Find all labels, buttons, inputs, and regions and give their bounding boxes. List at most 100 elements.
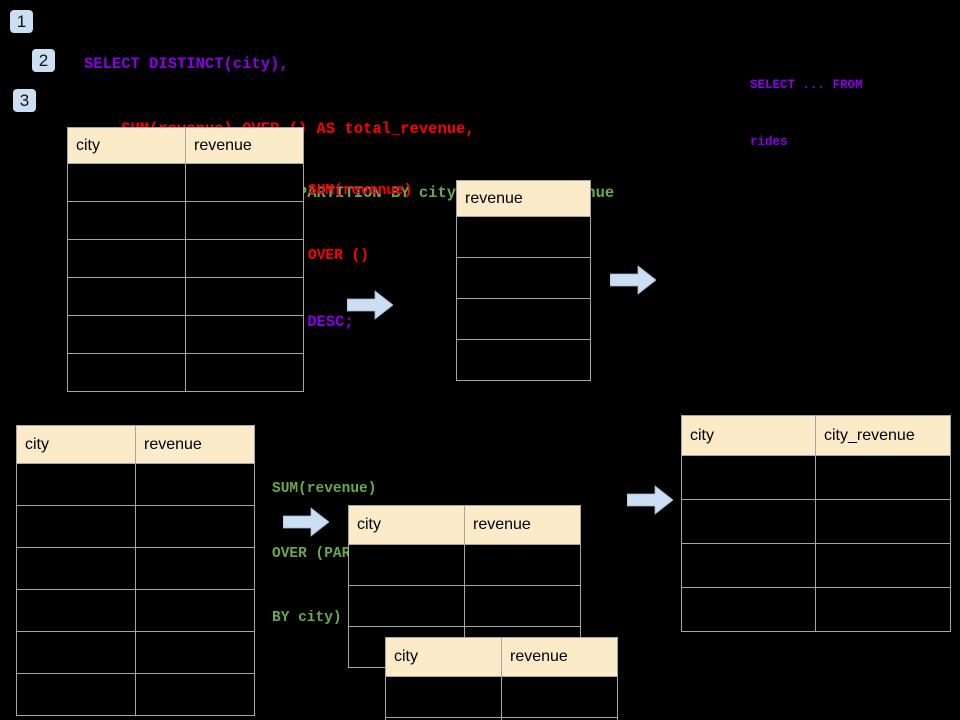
step-badge-3: 3: [13, 89, 36, 112]
table-row: [16, 589, 255, 632]
table-row: [67, 315, 304, 354]
column-header-revenue: revenue: [456, 180, 591, 217]
table-cell: [501, 676, 618, 718]
table-cell: [67, 315, 186, 354]
table-cell: [185, 315, 304, 354]
table-row: [456, 216, 591, 258]
table-cell: [185, 353, 304, 392]
table-cell: [185, 201, 304, 240]
table-row: [681, 455, 951, 500]
table-cell: [135, 631, 255, 674]
table-cell: [135, 673, 255, 716]
table-cell: [456, 257, 591, 299]
table-row: [681, 587, 951, 632]
table-header-row: revenue: [456, 180, 591, 217]
table-row: [67, 239, 304, 278]
table-row: [16, 547, 255, 590]
column-header-city: city: [385, 637, 502, 677]
table-cell: [501, 717, 618, 720]
table-row: [67, 353, 304, 392]
table-row: [16, 673, 255, 716]
table-cell: [348, 544, 465, 586]
table-row: [16, 631, 255, 674]
table-cell: [456, 298, 591, 340]
table-cell: [815, 587, 951, 632]
table-cell: [464, 585, 581, 627]
table-row: [681, 499, 951, 544]
table-cell: [185, 163, 304, 202]
table-cell: [456, 339, 591, 381]
table-cell: [16, 589, 136, 632]
table-cell: [135, 547, 255, 590]
table-cell: [16, 631, 136, 674]
table-row: [16, 505, 255, 548]
table-row: [16, 463, 255, 506]
side-note-select-from: SELECT ... FROM rides: [750, 38, 863, 190]
arrow-source-to-total: [347, 290, 393, 320]
partition-table-front: city revenue: [385, 637, 618, 720]
column-header-revenue: revenue: [135, 425, 255, 464]
table-cell: [67, 239, 186, 278]
table-cell: [815, 455, 951, 500]
table-cell: [67, 277, 186, 316]
column-header-city-revenue: city_revenue: [815, 415, 951, 456]
final-result-table: city city_revenue: [681, 415, 951, 632]
table-cell: [185, 277, 304, 316]
table-cell: [16, 505, 136, 548]
arrow-total-to-final: [610, 265, 656, 295]
table-cell: [681, 543, 816, 588]
step-badge-2: 2: [32, 49, 55, 72]
annotation-total-revenue-line-2: OVER (): [308, 247, 369, 264]
table-row: [456, 298, 591, 340]
column-header-city: city: [681, 415, 816, 456]
table-row: [385, 717, 618, 720]
rides-source-table-bottom: city revenue: [16, 425, 255, 716]
annotation-city-revenue-line-1: SUM(revenue): [272, 481, 377, 497]
table-cell: [385, 676, 502, 718]
annotation-total-revenue-line-1: SUM(revenue): [308, 183, 413, 199]
table-cell: [815, 499, 951, 544]
table-cell: [348, 585, 465, 627]
column-header-city: city: [67, 127, 186, 164]
table-header-row: city revenue: [67, 127, 304, 164]
table-cell: [67, 353, 186, 392]
table-header-row: city revenue: [348, 505, 581, 545]
arrow-source-to-partition: [283, 507, 329, 537]
table-header-row: city city_revenue: [681, 415, 951, 456]
table-row: [348, 585, 581, 627]
table-cell: [815, 543, 951, 588]
side-note-line-2: rides: [750, 135, 788, 149]
table-cell: [681, 499, 816, 544]
table-cell: [67, 163, 186, 202]
column-header-city: city: [348, 505, 465, 545]
table-cell: [456, 216, 591, 258]
column-header-revenue: revenue: [185, 127, 304, 164]
table-cell: [135, 505, 255, 548]
column-header-revenue: revenue: [501, 637, 618, 677]
table-cell: [185, 239, 304, 278]
table-cell: [16, 673, 136, 716]
table-cell: [67, 201, 186, 240]
rides-source-table-top: city revenue: [67, 127, 304, 392]
annotation-total-revenue: SUM(revenue) OVER (): [308, 138, 412, 310]
annotation-city-revenue-line-3: BY city): [272, 610, 342, 626]
table-cell: [135, 589, 255, 632]
table-cell: [681, 587, 816, 632]
table-row: [67, 163, 304, 202]
table-row: [456, 257, 591, 299]
table-header-row: city revenue: [16, 425, 255, 464]
table-cell: [681, 455, 816, 500]
table-header-row: city revenue: [385, 637, 618, 677]
arrow-partition-to-final: [627, 485, 673, 515]
table-row: [67, 201, 304, 240]
sql-line-1: SELECT DISTINCT(city),: [84, 55, 289, 73]
column-header-city: city: [16, 425, 136, 464]
table-row: [67, 277, 304, 316]
table-row: [456, 339, 591, 381]
side-note-line-1: SELECT ... FROM: [750, 78, 863, 92]
table-cell: [464, 544, 581, 586]
table-cell: [135, 463, 255, 506]
table-cell: [16, 463, 136, 506]
table-row: [348, 544, 581, 586]
